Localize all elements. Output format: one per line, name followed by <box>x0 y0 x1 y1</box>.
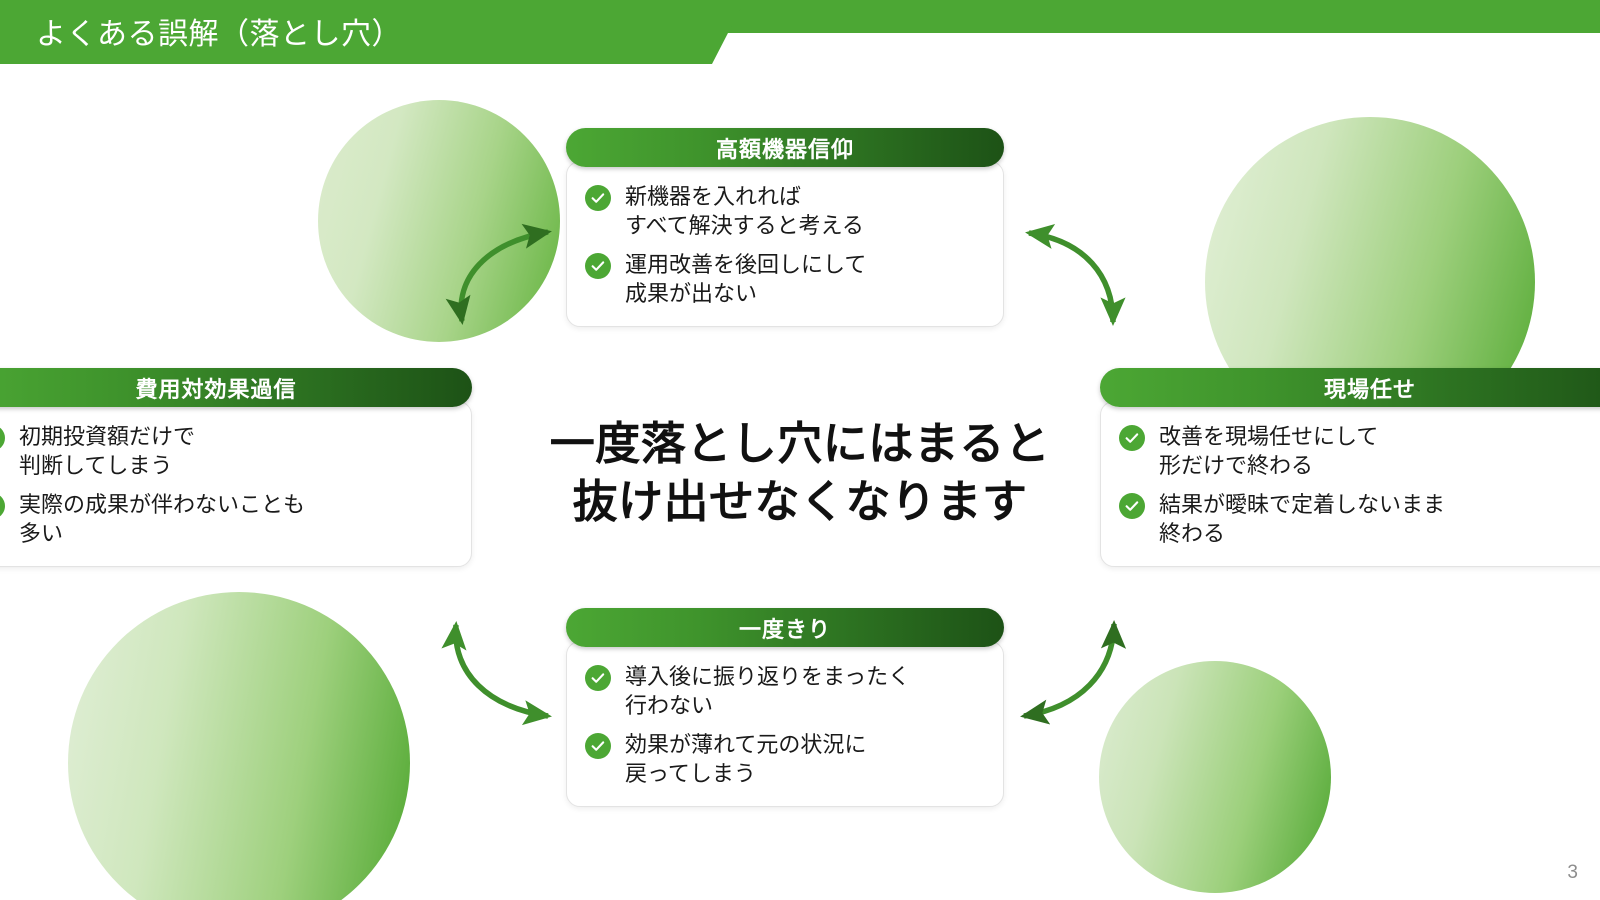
bullet-item: 実際の成果が伴わないことも 多い <box>0 490 453 548</box>
arrow-bottom-right <box>1020 619 1127 725</box>
card-bottom-title: 一度きり <box>738 616 831 642</box>
arrow-bottom-left <box>441 621 552 726</box>
bullet-item: 運用改善を後回しにして 成果が出ない <box>585 250 985 308</box>
check-icon <box>585 665 611 691</box>
card-top-title: 高額機器信仰 <box>715 136 854 162</box>
card-right-body: 改善を現場任せにして 形だけで終わる 結果が曖昧で定着しないまま 終わる <box>1100 401 1600 568</box>
check-icon <box>0 425 5 451</box>
bullet-item: 改善を現場任せにして 形だけで終わる <box>1119 422 1600 480</box>
check-icon <box>1119 425 1145 451</box>
bullet-text: 新機器を入れれば すべて解決すると考える <box>625 184 864 239</box>
card-top-header: 高額機器信仰 <box>566 128 1004 167</box>
page-title: よくある誤解（落とし穴） <box>36 18 402 51</box>
decor-circle-top-left <box>318 100 560 342</box>
bullet-text: 運用改善を後回しにして 成果が出ない <box>625 252 867 307</box>
bullet-item: 導入後に振り返りをまったく 行わない <box>585 662 985 720</box>
bullet-text: 効果が薄れて元の状況に 戻ってしまう <box>625 732 867 787</box>
page-number: 3 <box>1567 862 1578 883</box>
decor-circle-bottom-right <box>1099 661 1331 893</box>
bullet-item: 結果が曖昧で定着しないまま 終わる <box>1119 490 1600 548</box>
bullet-text: 改善を現場任せにして 形だけで終わる <box>1159 424 1379 479</box>
card-right-title: 現場任せ <box>1323 376 1416 402</box>
arrow-top-right <box>1025 224 1126 327</box>
header-block <box>0 0 745 64</box>
card-left-body: 初期投資額だけで 判断してしまう 実際の成果が伴わないことも 多い <box>0 401 472 568</box>
card-bottom: 一度きり 導入後に振り返りをまったく 行わない 効果が薄れて元の状況に 戻ってし… <box>566 608 1004 808</box>
check-icon <box>1119 493 1145 520</box>
card-right-header: 現場任せ <box>1100 368 1600 407</box>
check-icon <box>0 493 5 520</box>
card-left: 費用対効果過信 初期投資額だけで 判断してしまう 実際の成果が伴わないことも 多… <box>0 368 472 568</box>
card-left-title: 費用対効果過信 <box>135 376 297 402</box>
bullet-item: 効果が薄れて元の状況に 戻ってしまう <box>585 730 985 788</box>
check-icon <box>585 733 611 760</box>
card-right: 現場任せ 改善を現場任せにして 形だけで終わる 結果が曖昧で定着しないまま 終わ… <box>1100 368 1600 568</box>
card-top-body: 新機器を入れれば すべて解決すると考える 運用改善を後回しにして 成果が出ない <box>566 161 1004 328</box>
bullet-item: 新機器を入れれば すべて解決すると考える <box>585 182 985 240</box>
check-icon <box>585 185 611 211</box>
card-top: 高額機器信仰 新機器を入れれば すべて解決すると考える 運用改善を後回しにして … <box>566 128 1004 328</box>
bullet-item: 初期投資額だけで 判断してしまう <box>0 422 453 480</box>
card-bottom-header: 一度きり <box>566 608 1004 647</box>
card-bottom-body: 導入後に振り返りをまったく 行わない 効果が薄れて元の状況に 戻ってしまう <box>566 641 1004 808</box>
bullet-text: 実際の成果が伴わないことも 多い <box>19 492 306 547</box>
card-left-header: 費用対効果過信 <box>0 368 472 407</box>
check-icon <box>585 253 611 280</box>
bullet-text: 導入後に振り返りをまったく 行わない <box>625 664 911 719</box>
bullet-text: 初期投資額だけで 判断してしまう <box>19 424 196 479</box>
center-message: 一度落とし穴にはまると 抜け出せなくなります <box>549 418 1051 527</box>
bullet-text: 結果が曖昧で定着しないまま 終わる <box>1159 492 1446 547</box>
decor-circle-bottom-left <box>68 592 410 900</box>
